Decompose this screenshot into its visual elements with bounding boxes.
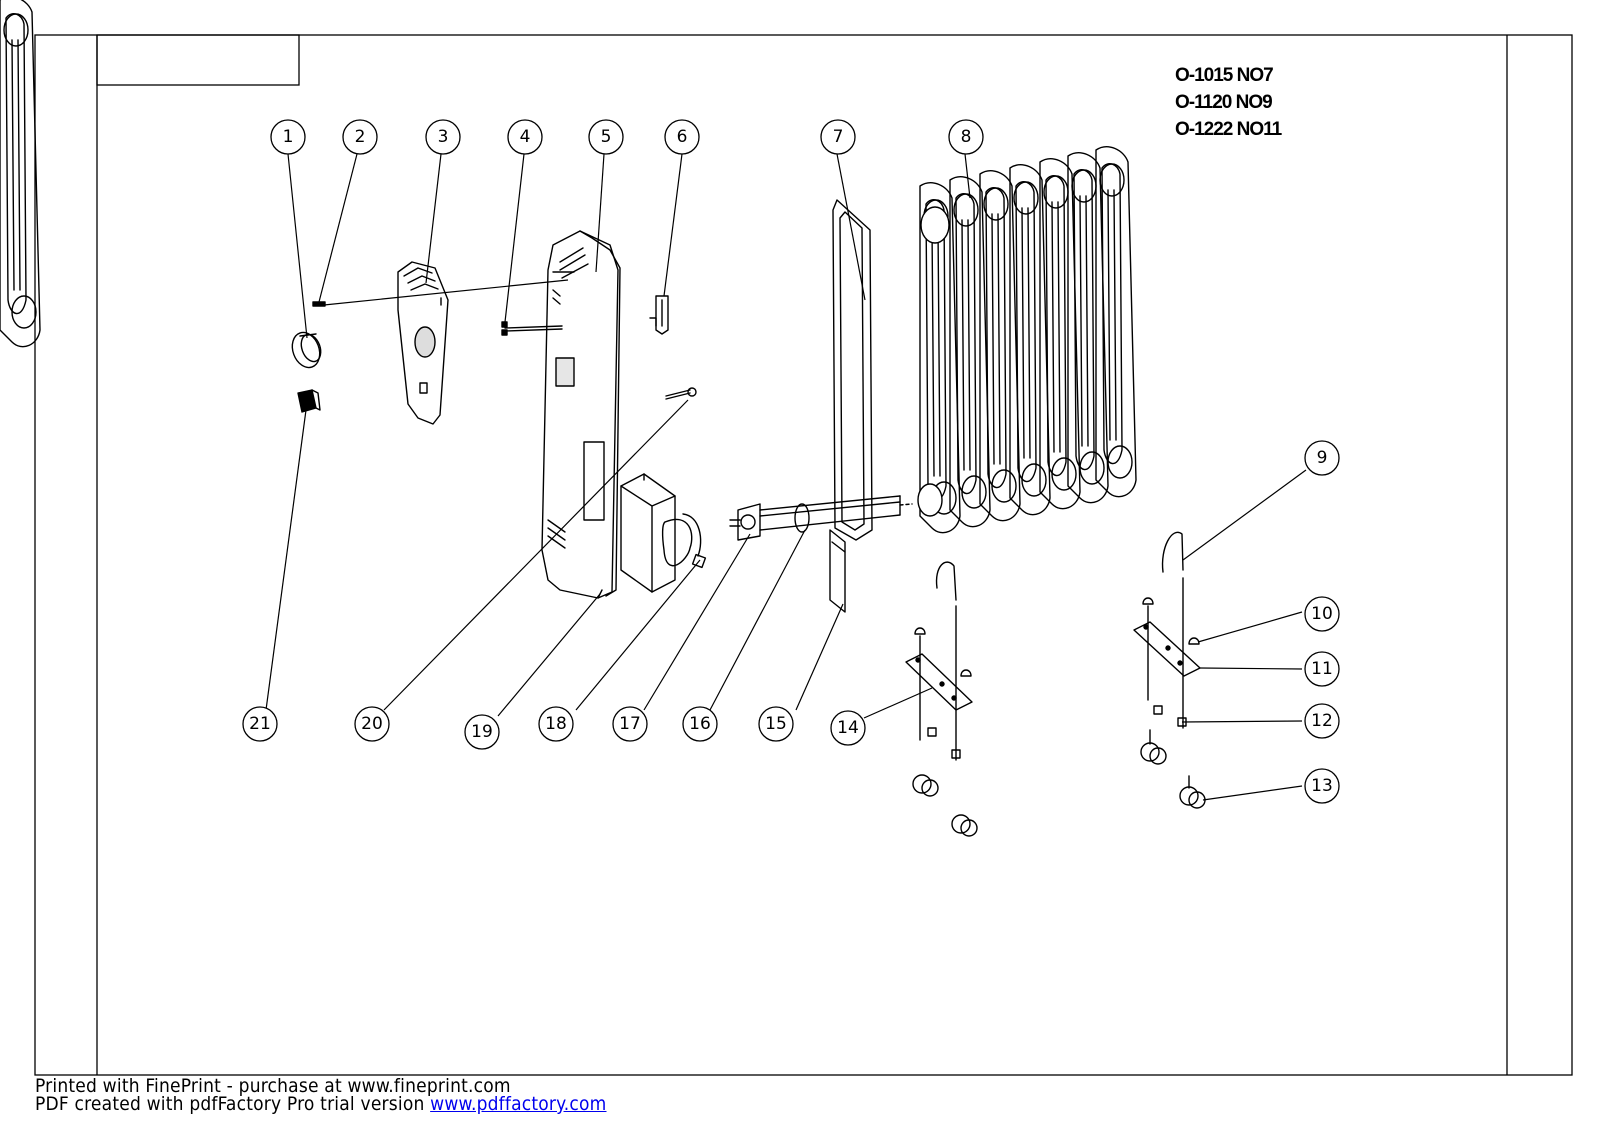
callout-14: 14: [830, 710, 866, 746]
model-name: O-1015 NO7: [1175, 65, 1274, 86]
part-foot-right: [1133, 531, 1206, 809]
part-rocker-switch: [297, 389, 321, 413]
model-name: O-1222 NO11: [1175, 119, 1282, 140]
callout-12: 12: [1304, 703, 1340, 739]
part-foot-left: [905, 561, 978, 837]
svg-text:19: 19: [471, 722, 493, 742]
svg-text:17: 17: [619, 714, 641, 734]
svg-text:9: 9: [1317, 448, 1328, 468]
part-heating-element: [729, 495, 913, 541]
svg-text:4: 4: [520, 127, 531, 147]
svg-text:10: 10: [1311, 604, 1333, 624]
model-name: O-1120 NO9: [1175, 92, 1273, 113]
svg-text:7: 7: [833, 127, 844, 147]
svg-text:3: 3: [438, 127, 449, 147]
callout-15: 15: [758, 706, 794, 742]
pdffactory-link[interactable]: www.pdffactory.com: [430, 1093, 607, 1115]
part-control-cover: [397, 261, 449, 425]
callout-7: 7: [820, 119, 856, 155]
part-knob: [291, 331, 322, 369]
fineprint-notice: Printed with FinePrint - purchase at www…: [35, 1075, 511, 1097]
part-radiator: [0, 0, 1137, 534]
callout-2: 2: [342, 119, 378, 155]
svg-text:18: 18: [545, 714, 567, 734]
callout-17: 17: [612, 706, 648, 742]
svg-text:13: 13: [1311, 776, 1333, 796]
svg-text:16: 16: [689, 714, 711, 734]
callouts: 1 2 3 4 5 6 7 8 9 10 11 12 13 14 15 16 1…: [242, 119, 1340, 804]
svg-text:5: 5: [601, 127, 612, 147]
leader-lines: [265, 153, 1307, 801]
pdffactory-notice: PDF created with pdfFactory Pro trial ve…: [35, 1094, 607, 1114]
callout-21: 21: [242, 706, 278, 742]
svg-text:15: 15: [765, 714, 787, 734]
part-screws-4: [501, 321, 563, 336]
part-bracket-6: [649, 295, 669, 335]
part-cord-18: [682, 513, 707, 569]
svg-text:21: 21: [249, 714, 271, 734]
pdffactory-prefix: PDF created with pdfFactory Pro trial ve…: [35, 1093, 431, 1115]
callout-9: 9: [1304, 440, 1340, 476]
part-terminal-box: [620, 473, 693, 593]
callout-10: 10: [1304, 596, 1340, 632]
callout-20: 20: [354, 706, 390, 742]
svg-text:1: 1: [283, 127, 294, 147]
part-housing: [541, 230, 621, 599]
callout-16: 16: [682, 706, 718, 742]
callout-19: 19: [464, 714, 500, 750]
part-screw-2: [312, 301, 326, 307]
title-block: [96, 34, 300, 86]
callout-5: 5: [588, 119, 624, 155]
callout-18: 18: [538, 706, 574, 742]
callout-1: 1: [270, 119, 306, 155]
svg-text:14: 14: [837, 718, 859, 738]
model-list: O-1015 NO7 O-1120 NO9 O-1222 NO11: [1175, 62, 1282, 143]
callout-13: 13: [1304, 768, 1340, 804]
callout-8: 8: [948, 119, 984, 155]
svg-text:2: 2: [355, 127, 366, 147]
part-probe-20: [665, 387, 697, 400]
svg-text:12: 12: [1311, 711, 1333, 731]
callout-6: 6: [664, 119, 700, 155]
part-label-plate: [829, 529, 846, 613]
part-gasket: [832, 199, 873, 541]
svg-text:8: 8: [961, 127, 972, 147]
drawing-frame: [34, 34, 1573, 1076]
callout-11: 11: [1304, 651, 1340, 687]
callout-4: 4: [507, 119, 543, 155]
svg-text:11: 11: [1311, 659, 1333, 679]
svg-text:20: 20: [361, 714, 383, 734]
callout-3: 3: [425, 119, 461, 155]
svg-text:6: 6: [677, 127, 688, 147]
